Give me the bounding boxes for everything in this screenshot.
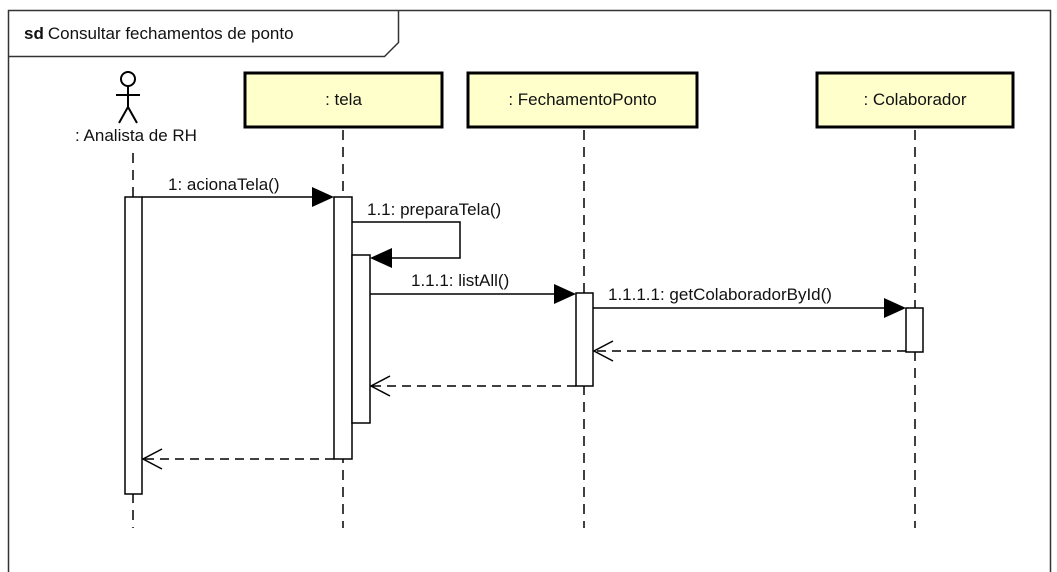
frame-keyword: sd — [24, 24, 44, 43]
lifeline-label-colaborador: : Colaborador — [863, 90, 966, 109]
return-from-fechamentoponto — [369, 375, 576, 397]
frame-border — [7, 9, 1052, 572]
actor-label: : Analista de RH — [75, 126, 197, 145]
return-from-colaborador — [592, 340, 906, 362]
message-listall — [370, 284, 576, 304]
actor-head — [120, 71, 136, 87]
activation-fechamentoponto — [575, 292, 594, 387]
message-label-listall: 1.1.1: listAll() — [411, 271, 509, 290]
message-getcolaboradorbyid — [593, 298, 906, 318]
lifeline-head-tela: : tela — [243, 71, 444, 129]
actor-figure — [116, 71, 140, 124]
activation-tela-nested — [351, 254, 371, 424]
activation-colaborador — [905, 307, 924, 353]
lifeline-head-fechamentoponto: : FechamentoPonto — [466, 71, 699, 129]
return-from-tela — [141, 448, 334, 470]
message-label-acionatela: 1: acionaTela() — [168, 175, 280, 194]
actor-left-leg — [118, 106, 129, 124]
lifeline-label-tela: : tela — [325, 90, 362, 109]
message-label-getcolaboradorbyid: 1.1.1.1: getColaboradorById() — [608, 285, 832, 304]
activation-tela — [333, 196, 353, 460]
activation-actor — [124, 196, 143, 495]
message-acionatela — [142, 187, 334, 207]
message-preparatela — [352, 221, 461, 268]
lifeline-head-colaborador: : Colaborador — [815, 71, 1015, 129]
frame-label-tab — [8, 10, 400, 58]
lifeline-label-fechamentoponto: : FechamentoPonto — [508, 90, 656, 109]
frame-name: Consultar fechamentos de ponto — [48, 24, 294, 43]
actor-right-leg — [127, 106, 138, 124]
message-label-preparatela: 1.1: preparaTela() — [367, 200, 501, 219]
